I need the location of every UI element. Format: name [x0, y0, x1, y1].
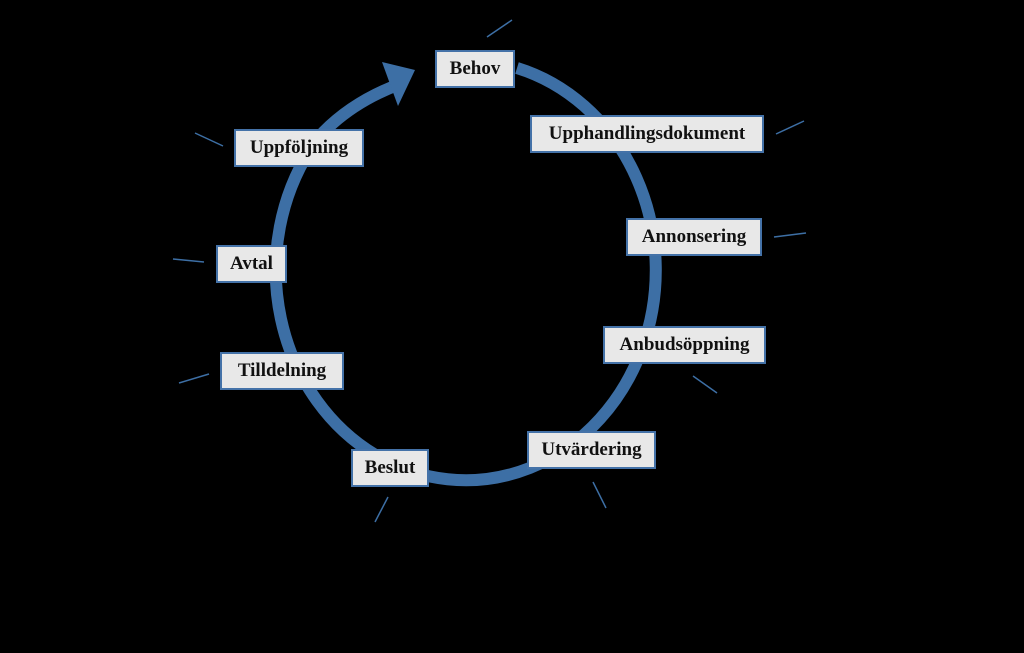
step-tilldelning-label: Tilldelning	[237, 360, 327, 381]
leader-line-tilldelning	[178, 373, 210, 384]
step-annonsering: Annonsering	[626, 218, 762, 256]
leader-line-utvardering	[592, 481, 607, 509]
step-avtal: Avtal	[216, 245, 287, 283]
step-behov-label: Behov	[449, 58, 501, 79]
leader-line-annonsering	[773, 232, 807, 238]
step-tilldelning: Tilldelning	[220, 352, 344, 390]
step-uppfoljning: Uppföljning	[234, 129, 364, 167]
leader-line-beslut	[374, 496, 389, 523]
leader-line-anbudsoppning	[692, 375, 718, 394]
cycle-arrow-head-icon	[382, 62, 415, 106]
step-annonsering-label: Annonsering	[641, 226, 747, 247]
step-utvardering: Utvärdering	[527, 431, 656, 469]
step-avtal-label: Avtal	[230, 253, 273, 274]
leader-line-upphandlingsdokument	[775, 120, 805, 135]
step-upphandlingsdokument: Upphandlingsdokument	[530, 115, 764, 153]
step-behov: Behov	[435, 50, 515, 88]
step-anbudsoppning-label: Anbudsöppning	[619, 334, 750, 355]
step-beslut-label: Beslut	[364, 457, 416, 478]
step-beslut: Beslut	[351, 449, 429, 487]
step-utvardering-label: Utvärdering	[541, 439, 642, 460]
leader-line-uppfoljning	[194, 132, 224, 147]
step-uppfoljning-label: Uppföljning	[249, 137, 349, 158]
step-anbudsoppning: Anbudsöppning	[603, 326, 766, 364]
leader-line-avtal	[172, 258, 205, 263]
leader-line-behov	[486, 19, 513, 38]
step-upphandlingsdokument-label: Upphandlingsdokument	[548, 123, 746, 144]
